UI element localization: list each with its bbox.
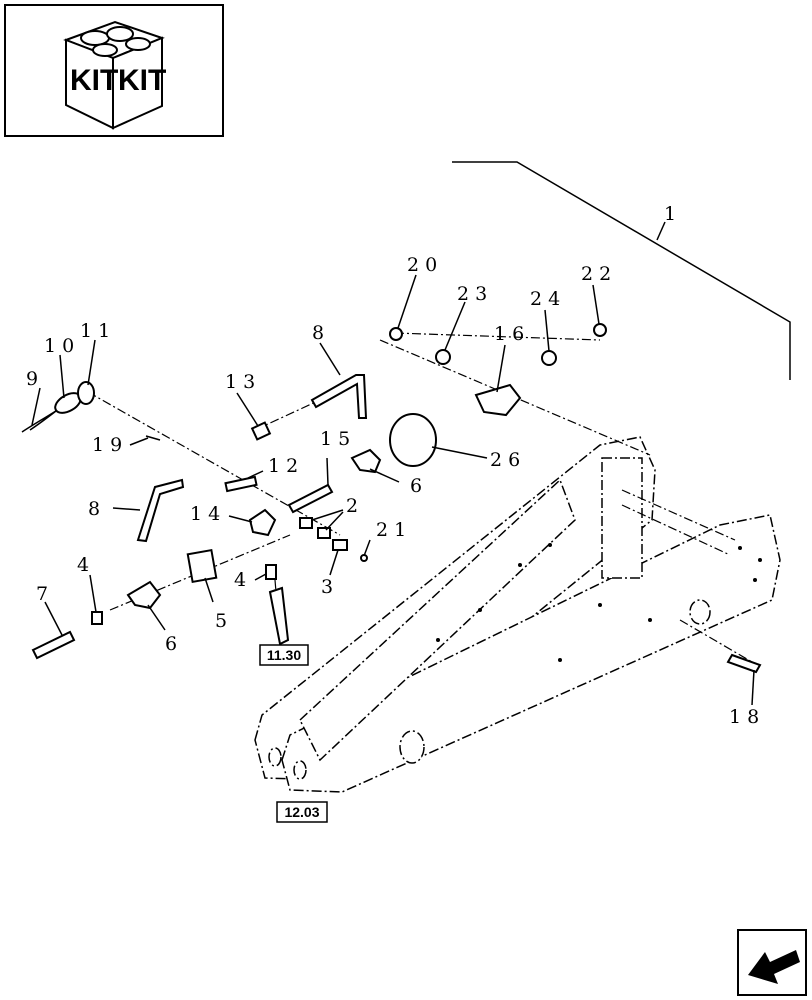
kit-bracket bbox=[452, 161, 791, 380]
lanyard-part bbox=[21, 381, 95, 433]
callout-15: 15 bbox=[320, 428, 356, 450]
plate-5 bbox=[186, 548, 218, 584]
fitting-4a bbox=[91, 611, 103, 625]
callout-14: 14 bbox=[190, 503, 226, 525]
callout-6-lower: 6 bbox=[165, 633, 183, 655]
callout-1: 1 bbox=[664, 203, 682, 225]
kit-box-icon: KIT KIT bbox=[63, 20, 166, 130]
kit-label-left: KIT bbox=[70, 64, 118, 97]
clip-2a bbox=[299, 517, 313, 529]
callout-2: 2 bbox=[346, 495, 364, 517]
washer-24 bbox=[541, 350, 557, 366]
section-ref-11-30-label[interactable]: 11.30 bbox=[267, 647, 301, 663]
callout-11: 11 bbox=[80, 320, 116, 342]
callout-3: 3 bbox=[321, 576, 339, 598]
callout-9: 9 bbox=[26, 368, 44, 390]
tee-fitting-upper bbox=[350, 448, 382, 474]
frame-assembly bbox=[254, 436, 781, 793]
fitting-13 bbox=[250, 421, 272, 441]
callout-20: 20 bbox=[407, 254, 443, 276]
callout-19: 19 bbox=[92, 434, 128, 456]
accumulator bbox=[389, 413, 437, 467]
pipe-15 bbox=[287, 483, 334, 514]
washer-23 bbox=[435, 349, 451, 365]
callout-18: 18 bbox=[729, 706, 765, 728]
callout-21: 21 bbox=[376, 519, 412, 541]
callout-23: 23 bbox=[457, 283, 493, 305]
hydraulic-line-lower bbox=[136, 478, 185, 543]
tee-fitting-lower bbox=[126, 580, 162, 610]
bolt-19 bbox=[145, 435, 161, 441]
adapter-11-30 bbox=[268, 586, 290, 646]
section-ref-12-03-label[interactable]: 12.03 bbox=[284, 804, 319, 820]
hydraulic-line-upper bbox=[310, 374, 368, 419]
frame-bushing bbox=[399, 730, 425, 764]
callout-10: 10 bbox=[44, 335, 80, 357]
callout-13: 13 bbox=[225, 371, 261, 393]
section-ref-12-03[interactable]: 12.03 bbox=[276, 801, 328, 823]
callout-6-upper: 6 bbox=[410, 475, 428, 497]
callout-4-upper: 4 bbox=[77, 554, 95, 576]
front-frame-arm bbox=[281, 514, 781, 793]
mount-bracket bbox=[474, 383, 522, 417]
kit-badge: KIT KIT bbox=[4, 4, 224, 137]
frame-bushing bbox=[689, 599, 711, 625]
callout-12: 12 bbox=[268, 455, 304, 477]
nut-20 bbox=[389, 327, 403, 341]
nut-22 bbox=[593, 323, 607, 337]
callout-labels: 1 20 22 23 24 16 11 10 9 8 13 19 15 26 1… bbox=[26, 203, 765, 728]
inner-frame-plate bbox=[299, 478, 576, 762]
callout-4-lower: 4 bbox=[234, 569, 252, 591]
kit-label-right: KIT bbox=[118, 64, 166, 97]
clip-3 bbox=[332, 539, 348, 551]
callout-24: 24 bbox=[530, 288, 566, 310]
callout-16: 16 bbox=[494, 323, 530, 345]
clip-12 bbox=[224, 475, 258, 493]
callout-22: 22 bbox=[581, 263, 617, 285]
previous-page-button[interactable] bbox=[737, 929, 807, 996]
callout-8-lower: 8 bbox=[88, 498, 106, 520]
leader-lines bbox=[31, 274, 755, 706]
section-ref-11-30[interactable]: 11.30 bbox=[259, 644, 309, 666]
callout-8-upper: 8 bbox=[312, 322, 330, 344]
callout-5: 5 bbox=[215, 610, 233, 632]
callout-7: 7 bbox=[36, 583, 54, 605]
fitting-4b bbox=[265, 564, 277, 580]
bolt-18 bbox=[726, 653, 762, 674]
clip-2b bbox=[317, 527, 331, 539]
valve-14 bbox=[248, 508, 277, 537]
callout-26: 26 bbox=[490, 449, 526, 471]
previous-page-arrow-icon bbox=[748, 950, 800, 984]
pipe-7 bbox=[31, 630, 76, 660]
